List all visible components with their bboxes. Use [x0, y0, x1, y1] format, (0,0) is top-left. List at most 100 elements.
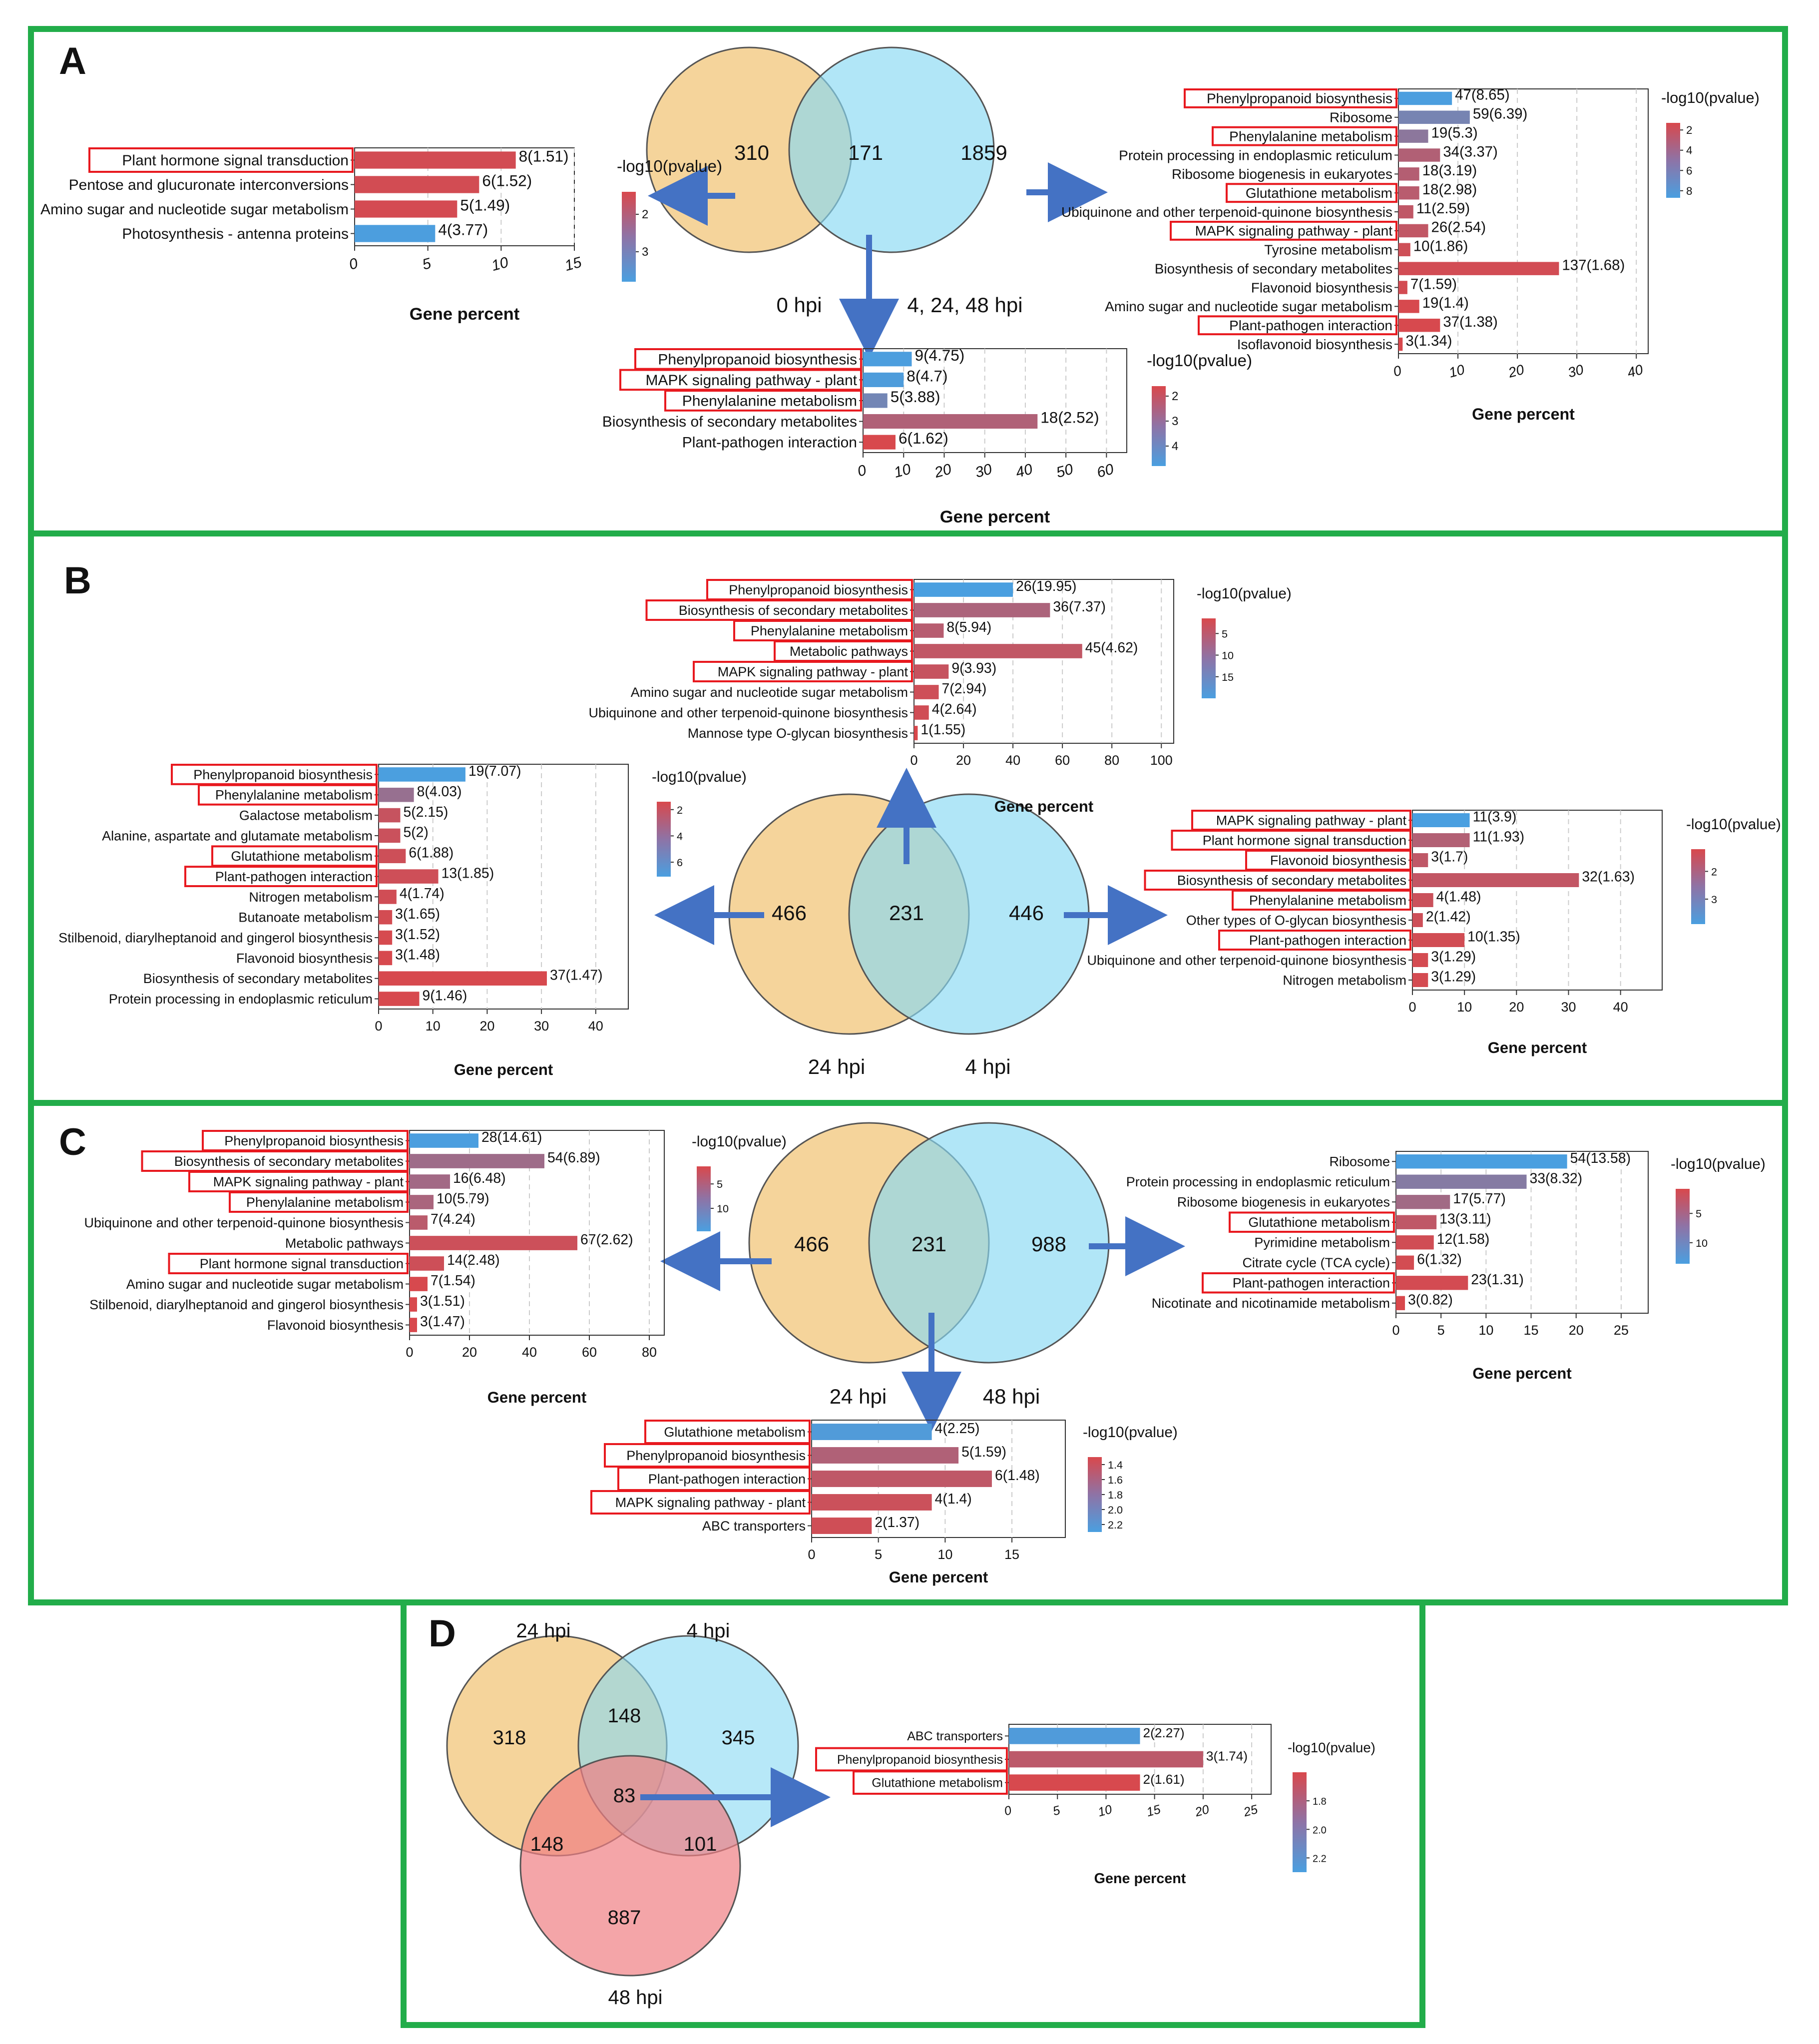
bar-value-label: 19(1.4): [1422, 295, 1469, 311]
x-axis-label: Gene percent: [940, 508, 1050, 526]
category-label: Plant hormone signal transduction: [200, 1256, 404, 1271]
bar-value-label: 3(1.29): [1431, 949, 1476, 965]
legend-title: -log10(pvalue): [692, 1133, 787, 1150]
bar: [1009, 1751, 1203, 1768]
bar: [1009, 1774, 1140, 1791]
legend-colorbar: [1293, 1772, 1307, 1872]
bar: [1396, 1195, 1450, 1209]
bar-value-label: 26(19.95): [1016, 578, 1076, 594]
bar-value-label: 2(1.42): [1426, 909, 1471, 925]
venn-d-circle-48hpi: [519, 1755, 741, 1977]
x-tick-label: 10: [937, 1547, 952, 1562]
legend-tick-label: 3: [642, 245, 648, 259]
category-label: Phenylalanine metabolism: [751, 623, 908, 638]
bar: [410, 1318, 417, 1332]
legend-tick-label: 10: [1222, 649, 1234, 662]
category-label: Protein processing in endoplasmic reticu…: [109, 992, 373, 1007]
bar-value-label: 6(1.32): [1417, 1251, 1462, 1267]
bar-value-label: 33(8.32): [1530, 1170, 1583, 1186]
x-tick-label: 60: [582, 1345, 597, 1360]
category-label: Alanine, aspartate and glutamate metabol…: [102, 828, 373, 843]
legend-tick-label: 2: [1172, 390, 1178, 403]
bar: [1412, 973, 1428, 987]
x-tick-label: 0: [808, 1547, 815, 1562]
category-label: Flavonoid biosynthesis: [267, 1318, 404, 1333]
bar-value-label: 5(2.15): [403, 804, 448, 820]
x-tick-label: 30: [973, 461, 994, 481]
category-label: Phenylpropanoid biosynthesis: [224, 1133, 404, 1148]
x-tick-label: 50: [1054, 461, 1075, 481]
x-tick-label: 40: [1014, 461, 1034, 481]
bar-value-label: 3(1.52): [395, 927, 440, 943]
bar: [914, 644, 1082, 658]
x-axis-label: Gene percent: [410, 305, 520, 324]
bar: [355, 200, 457, 218]
category-label: MAPK signaling pathway - plant: [1216, 813, 1407, 828]
bar: [863, 414, 1038, 429]
bar-value-label: 9(4.75): [914, 346, 964, 364]
venn-c-count-middle: 231: [911, 1232, 946, 1256]
bar-value-label: 32(1.63): [1582, 869, 1635, 885]
bar: [1396, 1296, 1405, 1310]
bar-value-label: 7(4.24): [431, 1211, 475, 1227]
category-label: Ubiquinone and other terpenoid-quinone b…: [1087, 953, 1406, 968]
bar: [914, 623, 944, 638]
legend-colorbar: [622, 192, 636, 282]
category-label: Biosynthesis of secondary metabolites: [602, 414, 857, 430]
bar-value-label: 4(2.64): [932, 701, 977, 717]
category-label: Stilbenoid, diarylheptanoid and gingerol…: [89, 1297, 404, 1312]
category-label: Plant-pathogen interaction: [215, 869, 373, 884]
category-label: Phenylpropanoid biosynthesis: [729, 582, 908, 597]
plot-frame: [1395, 1151, 1649, 1314]
category-label: Biosynthesis of secondary metabolites: [1155, 261, 1392, 276]
category-label: Phenylalanine metabolism: [682, 393, 857, 410]
legend-title: -log10(pvalue): [1083, 1424, 1178, 1441]
legend-colorbar: [657, 802, 671, 877]
bar-value-label: 19(5.3): [1431, 124, 1478, 141]
bar-value-label: 47(8.65): [1455, 87, 1509, 103]
legend-tick-label: 6: [677, 856, 683, 869]
bar-value-label: 18(3.19): [1422, 162, 1477, 179]
bar: [379, 890, 397, 904]
bar: [1009, 1728, 1140, 1744]
x-tick-label: 10: [426, 1019, 441, 1033]
x-tick-label: 20: [462, 1345, 477, 1360]
bar-value-label: 10(5.79): [437, 1191, 489, 1207]
legend-colorbar: [1202, 618, 1216, 698]
bar: [1398, 148, 1440, 162]
highlight-box: [693, 661, 913, 682]
x-tick-label: 15: [1524, 1323, 1539, 1338]
x-tick-label: 10: [892, 461, 912, 481]
bar: [1398, 300, 1419, 313]
bar-value-label: 12(1.58): [1437, 1231, 1490, 1247]
highlight-box: [853, 1770, 1008, 1795]
highlight-box: [1202, 1272, 1395, 1294]
venn-d-set-label-4hpi: 4 hpi: [687, 1620, 730, 1642]
category-label: Plant-pathogen interaction: [1229, 318, 1392, 333]
venn-c-set-label-24hpi: 24 hpi: [830, 1385, 887, 1408]
venn-b-set-label-4hpi: 4 hpi: [965, 1055, 1010, 1078]
category-label: Nitrogen metabolism: [1283, 973, 1406, 988]
venn-d-count-24-4: 148: [608, 1705, 641, 1727]
venn-b-circle-4hpi: [848, 793, 1090, 1035]
venn-a-count-left: 310: [734, 141, 769, 164]
bar: [1398, 224, 1428, 238]
category-label: Phenylpropanoid biosynthesis: [837, 1753, 1003, 1767]
x-tick-label: 0: [375, 1019, 382, 1033]
category-label: Isoflavonoid biosynthesis: [1237, 337, 1392, 352]
plot-frame: [378, 764, 629, 1010]
highlight-box: [1212, 126, 1397, 146]
bar: [1398, 129, 1428, 143]
venn-b-set-label-24hpi: 24 hpi: [808, 1055, 865, 1078]
bar-value-label: 9(3.93): [951, 660, 996, 676]
legend-tick-label: 2: [1686, 124, 1692, 136]
x-tick-label: 10: [1447, 362, 1467, 381]
category-label: Phenylpropanoid biosynthesis: [193, 767, 373, 782]
category-label: Ribosome biogenesis in eukaryotes: [1172, 166, 1392, 182]
bar: [410, 1195, 434, 1209]
bar-value-label: 11(1.93): [1473, 829, 1524, 845]
bar: [812, 1518, 872, 1534]
